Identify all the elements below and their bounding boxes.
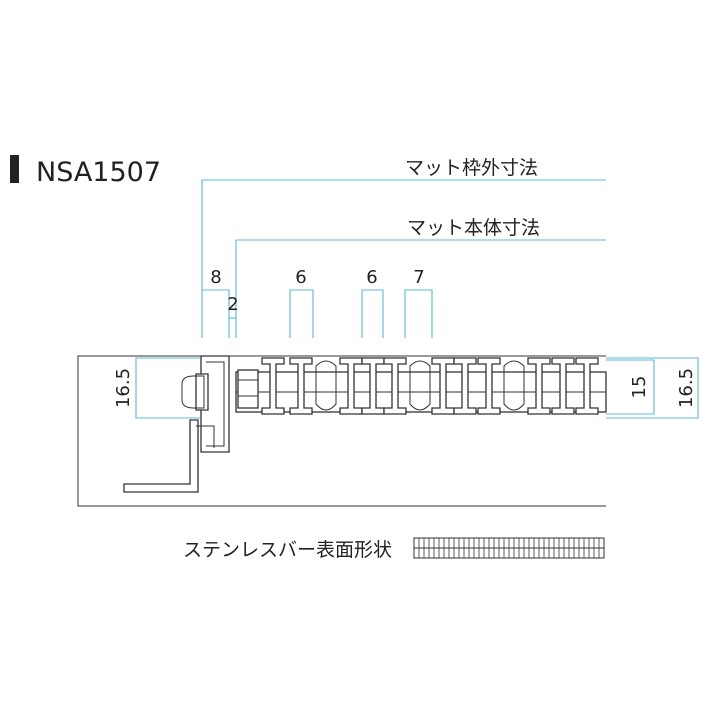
bar-profile — [289, 357, 313, 415]
dimension-7: 7 — [404, 267, 433, 338]
dimension-2: 2 — [227, 294, 239, 319]
bar-profile — [527, 357, 551, 415]
left-height-dimension: 16.5 — [113, 357, 200, 419]
rubber-spacers — [315, 360, 525, 411]
stainless-bars — [261, 357, 599, 415]
dimension-8: 8 — [202, 267, 230, 338]
bar-profile — [261, 357, 285, 415]
bar-profile — [575, 357, 599, 415]
bar-profile — [453, 357, 477, 415]
body-outer-dimension: マット本体寸法 — [235, 217, 606, 338]
floor-pit-outline — [77, 355, 606, 507]
dimension-6a: 6 — [289, 267, 314, 338]
title-marker — [10, 155, 19, 183]
right-height-outer-text: 16.5 — [676, 368, 697, 408]
right-height-inner-text: 15 — [629, 376, 650, 399]
left-height-text: 16.5 — [113, 368, 134, 408]
frame-outer-label: マット枠外寸法 — [405, 157, 538, 179]
bar-profile — [551, 357, 575, 415]
surface-shape-pattern — [413, 537, 605, 559]
dimension-2-text: 2 — [227, 294, 238, 315]
right-height-dimensions: 15 16.5 — [606, 357, 699, 419]
product-code-title: NSA1507 — [36, 157, 161, 188]
dimension-8-text: 8 — [210, 267, 221, 288]
surface-shape-label: ステンレスバー表面形状 — [183, 539, 392, 561]
body-outer-label: マット本体寸法 — [407, 217, 540, 239]
mat-body — [235, 371, 607, 413]
mat-frame — [123, 355, 230, 493]
bar-profile — [383, 357, 407, 415]
dimension-6a-text: 6 — [295, 267, 306, 288]
dimension-6b: 6 — [361, 267, 384, 338]
dimension-6b-text: 6 — [366, 267, 377, 288]
frame-outer-dimension: マット枠外寸法 — [201, 157, 606, 338]
dimension-7-text: 7 — [413, 267, 424, 288]
bolt-head — [237, 369, 259, 409]
bar-profile — [477, 357, 501, 415]
